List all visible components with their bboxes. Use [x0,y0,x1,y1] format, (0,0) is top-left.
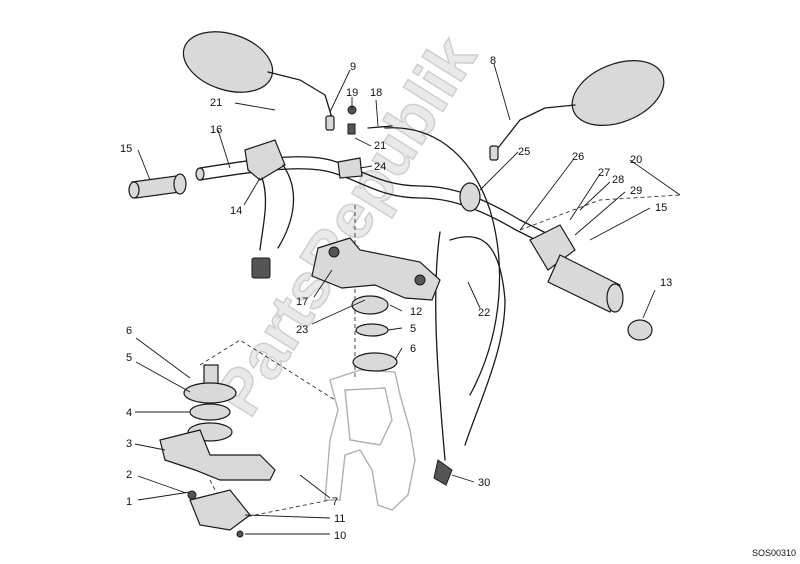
left-switch [244,139,295,279]
callout-15-left: 15 [120,143,132,155]
callout-28: 28 [612,174,624,186]
callout-21-mid: 21 [374,140,386,152]
callout-27: 27 [598,167,610,179]
throttle-assembly [459,182,653,341]
callout-1: 1 [126,496,132,508]
callout-23: 23 [296,324,308,336]
callout-2: 2 [126,469,132,481]
callout-15-right: 15 [655,202,667,214]
leader-lines [134,63,681,535]
callout-30: 30 [478,477,490,489]
callout-20: 20 [630,154,642,166]
left-grip [128,173,187,199]
callout-17: 17 [296,296,308,308]
callout-7: 7 [332,496,338,508]
steering-stem [159,364,276,538]
callout-8: 8 [490,55,496,67]
callout-4: 4 [126,407,132,419]
callout-labels: 1 2 3 4 5 6 15 16 21 14 9 19 18 21 24 8 … [120,55,672,542]
callout-5-left: 5 [126,352,132,364]
top-yoke [311,237,441,301]
callout-26: 26 [572,151,584,163]
callout-5-right: 5 [410,323,416,335]
callout-11: 11 [334,513,345,525]
callout-25: 25 [518,146,530,158]
callout-19: 19 [346,87,358,99]
callout-3: 3 [126,438,132,450]
reference-code: SOS00310 [752,548,796,558]
callout-9: 9 [350,61,356,73]
callout-18: 18 [370,87,382,99]
center-bearing-stack [351,295,398,372]
callout-14: 14 [230,205,242,217]
callout-10: 10 [334,530,346,542]
right-mirror [489,60,665,161]
cables [367,125,506,486]
callout-29: 29 [630,185,642,197]
callout-13: 13 [660,277,672,289]
left-mirror [182,31,335,131]
callout-24: 24 [374,161,386,173]
callout-22: 22 [478,307,490,319]
frame-outline [324,369,416,511]
callout-21-top: 21 [210,97,222,109]
callout-16: 16 [210,124,222,136]
callout-6-left: 6 [126,325,132,337]
callout-6-right: 6 [410,343,416,355]
callout-12: 12 [410,306,422,318]
